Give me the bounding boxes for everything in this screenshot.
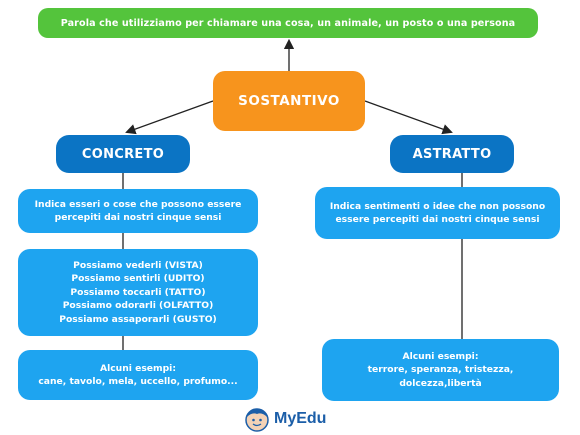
astratto-label: ASTRATTO <box>412 146 492 162</box>
astratto-examples-box: Alcuni esempi: terrore, speranza, triste… <box>322 339 559 401</box>
astratto-description-box: Indica sentimenti o idee che non possono… <box>315 187 560 239</box>
concreto-examples-text: cane, tavolo, mela, uccello, profumo... <box>38 376 238 387</box>
concreto-senses-box: Possiamo vederli (VISTA) Possiamo sentir… <box>18 249 258 336</box>
sense-item: Possiamo toccarli (TATTO) <box>70 286 206 298</box>
definition-box: Parola che utilizziamo per chiamare una … <box>38 8 538 38</box>
astratto-node: ASTRATTO <box>390 135 514 173</box>
astratto-examples-line: terrore, speranza, tristezza, <box>367 364 514 376</box>
sense-item: Possiamo sentirli (UDITO) <box>71 273 205 285</box>
arrow-root-concreto <box>125 100 214 135</box>
concreto-examples-box: Alcuni esempi: cane, tavolo, mela, uccel… <box>18 350 258 400</box>
astratto-examples-title: Alcuni esempi: <box>402 350 479 362</box>
concreto-label: CONCRETO <box>81 146 165 162</box>
definition-text: Parola che utilizziamo per chiamare una … <box>60 17 516 29</box>
sense-item: Possiamo odorarli (OLFATTO) <box>62 300 214 312</box>
concreto-description-line: percepiti dai nostri cinque sensi <box>54 212 222 223</box>
root-node: SOSTANTIVO <box>213 71 365 131</box>
myedu-logo: MyEdu <box>244 405 326 433</box>
astratto-examples-line: dolcezza,libertà <box>399 377 482 389</box>
sense-item: Possiamo assaporarli (GUSTO) <box>59 313 217 325</box>
sense-item: Possiamo vederli (VISTA) <box>73 260 203 272</box>
arrow-root-astratto <box>364 100 453 135</box>
astratto-description-line: essere percepiti dai nostri cinque sensi <box>335 214 540 225</box>
concreto-description-line: Indica esseri o cose che possono essere <box>34 198 242 210</box>
concreto-description-box: Indica esseri o cose che possono essere … <box>18 189 258 233</box>
logo-text: MyEdu <box>274 410 327 427</box>
concreto-examples-title: Alcuni esempi: <box>99 362 177 374</box>
root-label: SOSTANTIVO <box>238 93 340 109</box>
astratto-description-line: Indica sentimenti o idee che non possono <box>329 200 546 212</box>
myedu-face-logo-icon <box>245 408 269 432</box>
concreto-node: CONCRETO <box>56 135 190 173</box>
